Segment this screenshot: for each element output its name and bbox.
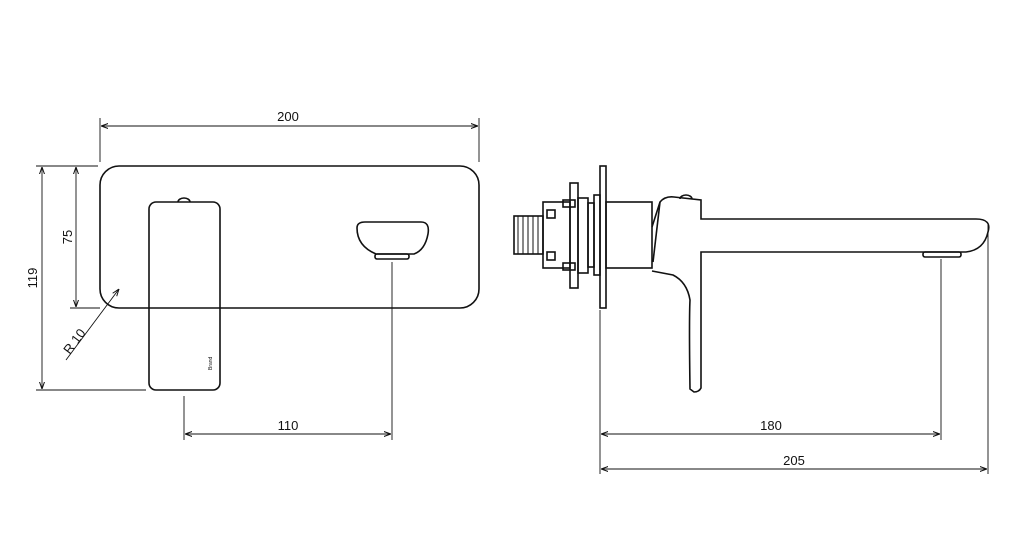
front-lever-handle — [148, 201, 221, 391]
dim-label-total-height: 119 — [25, 268, 40, 289]
side-dimensions: 180 205 — [599, 225, 989, 474]
front-wall-plate — [99, 165, 480, 309]
side-flange-rear — [569, 182, 579, 289]
dim-label-radius: R 10 — [60, 326, 89, 357]
side-spout-and-lever — [651, 196, 990, 393]
front-view: Brand — [99, 165, 480, 391]
dim-label-side-reach: 180 — [760, 418, 782, 433]
side-collar — [605, 201, 653, 269]
front-spout-outlet — [356, 221, 430, 255]
brand-mark: Brand — [208, 356, 214, 370]
dim-label-front-width: 200 — [277, 109, 299, 124]
dim-label-side-total: 205 — [783, 453, 805, 468]
front-dimensions: 200 119 75 R 10 110 — [25, 109, 480, 440]
dim-label-plate-height: 75 — [60, 230, 75, 244]
front-aerator — [374, 253, 410, 260]
dim-label-spout-offset: 110 — [278, 418, 299, 433]
side-view — [513, 165, 990, 393]
side-aerator — [922, 251, 962, 258]
side-wall-plate — [599, 165, 607, 309]
radius-leader — [65, 289, 119, 361]
side-flange-mid — [577, 197, 589, 274]
front-lever-top-cap — [177, 197, 191, 203]
